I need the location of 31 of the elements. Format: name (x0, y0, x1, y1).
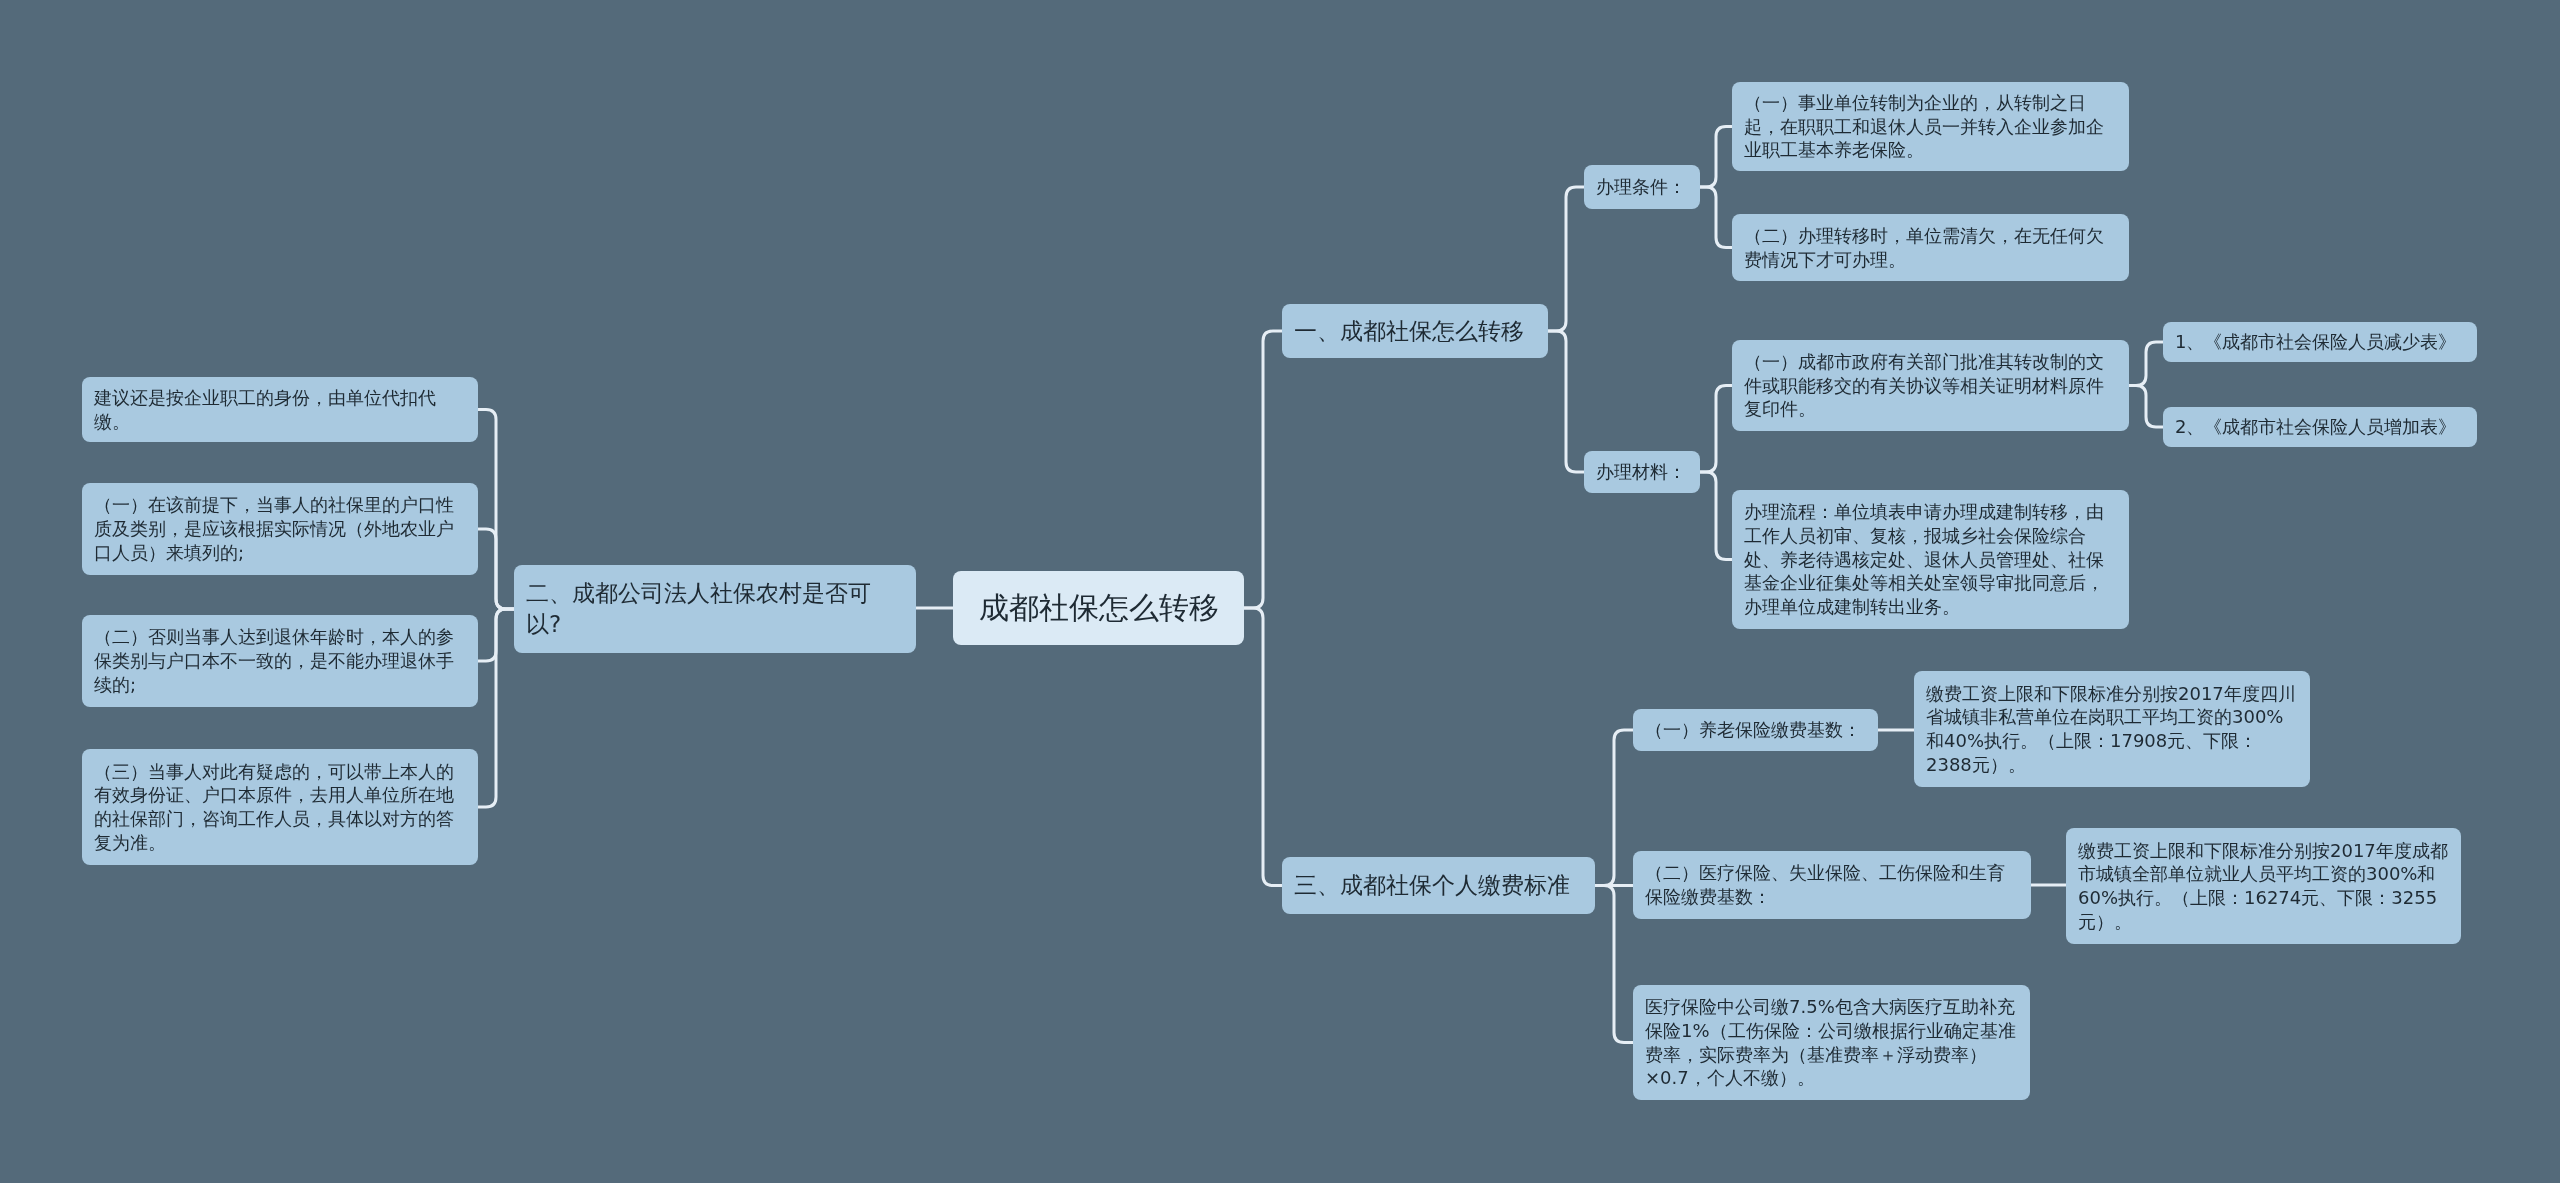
connector-line (1878, 728, 1914, 732)
connector-line (478, 607, 514, 809)
connector-line (2031, 883, 2066, 887)
connector-line (1595, 884, 1633, 1044)
subtopic-box: （一）事业单位转制为企业的，从转制之日起，在职职工和退休人员一并转入企业参加企业职工基本养老保险。 (1732, 82, 2129, 171)
branch-topic: 一、成都社保怎么转移 (1282, 304, 1548, 358)
subtopic-box: 缴费工资上限和下限标准分别按2017年度四川省城镇非私营单位在岗职工平均工资的300%和40%执行。（上限：17908元、下限：2388元）。 (1914, 671, 2310, 787)
subtopic-box: （二）否则当事人达到退休年龄时，本人的参保类别与户口本不一致的，是不能办理退休手续的; (82, 615, 478, 707)
connector-line (1700, 470, 1732, 561)
subtopic-box: （一）成都市政府有关部门批准其转改制的文件或职能移交的有关协议等相关证明材料原件复印件。 (1732, 340, 2129, 431)
subtopic-box: （一）养老保险缴费基数： (1633, 709, 1878, 751)
subtopic-box: 2、《成都市社会保险人员增加表》 (2163, 407, 2477, 447)
branch-topic: 三、成都社保个人缴费标准 (1282, 857, 1595, 914)
connector-line (1244, 606, 1282, 887)
subtopic-box: 1、《成都市社会保险人员减少表》 (2163, 322, 2477, 362)
subtopic-box: 医疗保险中公司缴7.5%包含大病医疗互助补充保险1%（工伤保险：公司缴根据行业确定基准费率，实际费率为（基准费率＋浮动费率）×0.7，个人不缴）。 (1633, 985, 2030, 1100)
central-topic: 成都社保怎么转移 (953, 571, 1244, 645)
branch-topic: 二、成都公司法人社保农村是否可以? (514, 565, 916, 653)
connector-line (1700, 185, 1732, 249)
connector-line (1548, 329, 1584, 474)
subtopic-box: 办理材料： (1584, 451, 1700, 493)
subtopic-box: （一）在该前提下，当事人的社保里的户口性质及类别，是应该根据实际情况（外地农业户口人员）来填列的; (82, 483, 478, 575)
subtopic-box: 缴费工资上限和下限标准分别按2017年度成都市城镇全部单位就业人员平均工资的300%和60%执行。（上限：16274元、下限：3255元）。 (2066, 828, 2461, 944)
connector-line (2129, 384, 2163, 429)
subtopic-box: 办理流程：单位填表申请办理成建制转移，由工作人员初审、复核，报城乡社会保险综合处、养老待遇核定处、退休人员管理处、社保基金企业征集处等相关处室领导审批同意后，办理单位成建制转出业务。 (1732, 490, 2129, 629)
subtopic-box: （二）医疗保险、失业保险、工伤保险和生育保险缴费基数： (1633, 851, 2031, 919)
subtopic-box: （二）办理转移时，单位需清欠，在无任何欠费情况下才可办理。 (1732, 214, 2129, 281)
connector-line (916, 606, 953, 610)
subtopic-box: （三）当事人对此有疑虑的，可以带上本人的有效身份证、户口本原件，去用人单位所在地的社保部门，咨询工作人员，具体以对方的答复为准。 (82, 749, 478, 865)
subtopic-box: 办理条件： (1584, 165, 1700, 209)
subtopic-box: 建议还是按企业职工的身份，由单位代扣代缴。 (82, 377, 478, 442)
